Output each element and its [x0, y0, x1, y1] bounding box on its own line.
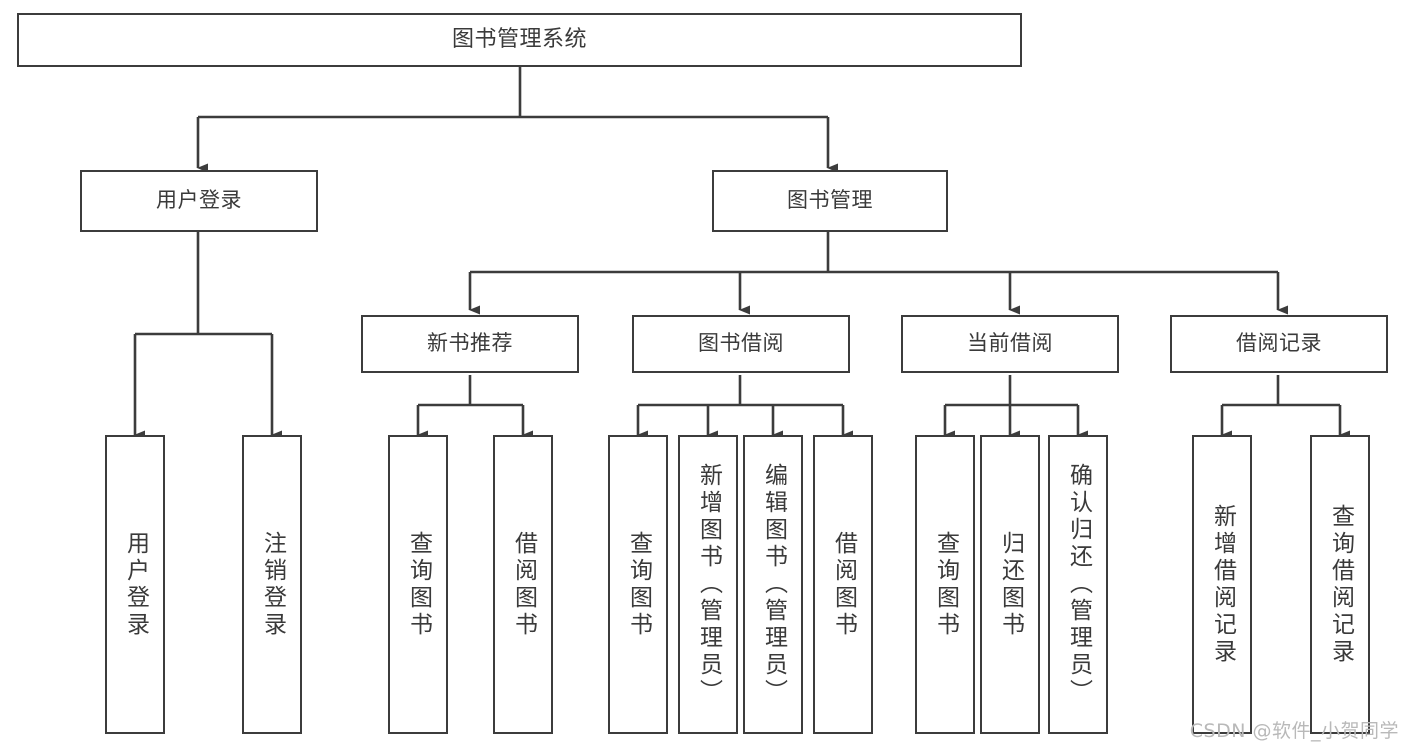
leaf-user-login[interactable]: 用户登录 — [105, 435, 165, 734]
leaf-add-book-admin[interactable]: 新增图书（管理员） — [678, 435, 738, 734]
node-current-borrow[interactable]: 当前借阅 — [901, 315, 1119, 373]
leaf-query-book-current[interactable]: 查询图书 — [915, 435, 975, 734]
leaf-query-book-recommend[interactable]: 查询图书 — [388, 435, 448, 734]
node-label: 图书借阅 — [698, 331, 784, 356]
leaf-edit-book-admin[interactable]: 编辑图书（管理员） — [743, 435, 803, 734]
node-label: 查询借阅记录 — [1327, 503, 1354, 666]
node-label: 确认归还（管理员） — [1065, 463, 1092, 706]
node-label: 用户登录 — [156, 188, 242, 213]
node-label: 借阅记录 — [1236, 331, 1322, 356]
leaf-query-book-borrow[interactable]: 查询图书 — [608, 435, 668, 734]
node-label: 查询图书 — [405, 530, 432, 639]
node-label: 新增借阅记录 — [1209, 503, 1236, 666]
node-label: 图书管理 — [787, 188, 873, 213]
node-label: 借阅图书 — [830, 530, 857, 639]
node-user-login[interactable]: 用户登录 — [80, 170, 318, 232]
leaf-logout-login[interactable]: 注销登录 — [242, 435, 302, 734]
leaf-query-borrow-record[interactable]: 查询借阅记录 — [1310, 435, 1370, 734]
node-label: 新书推荐 — [427, 331, 513, 356]
node-book-borrow[interactable]: 图书借阅 — [632, 315, 850, 373]
node-label: 归还图书 — [997, 530, 1024, 639]
leaf-borrow-book[interactable]: 借阅图书 — [813, 435, 873, 734]
node-label: 当前借阅 — [967, 331, 1053, 356]
node-new-book-recommend[interactable]: 新书推荐 — [361, 315, 579, 373]
node-root-system[interactable]: 图书管理系统 — [17, 13, 1022, 67]
node-label: 编辑图书（管理员） — [760, 463, 787, 706]
leaf-borrow-book-recommend[interactable]: 借阅图书 — [493, 435, 553, 734]
leaf-add-borrow-record[interactable]: 新增借阅记录 — [1192, 435, 1252, 734]
node-book-manage[interactable]: 图书管理 — [712, 170, 948, 232]
node-label: 图书管理系统 — [451, 26, 587, 52]
node-label: 注销登录 — [259, 530, 286, 639]
watermark-text: CSDN @软件_小贺同学 — [1189, 720, 1399, 742]
node-borrow-record[interactable]: 借阅记录 — [1170, 315, 1388, 373]
node-label: 查询图书 — [625, 530, 652, 639]
node-label: 查询图书 — [932, 530, 959, 639]
node-label: 借阅图书 — [510, 530, 537, 639]
leaf-return-book[interactable]: 归还图书 — [980, 435, 1040, 734]
node-label: 用户登录 — [122, 530, 149, 639]
node-label: 新增图书（管理员） — [695, 463, 722, 706]
leaf-confirm-return-admin[interactable]: 确认归还（管理员） — [1048, 435, 1108, 734]
